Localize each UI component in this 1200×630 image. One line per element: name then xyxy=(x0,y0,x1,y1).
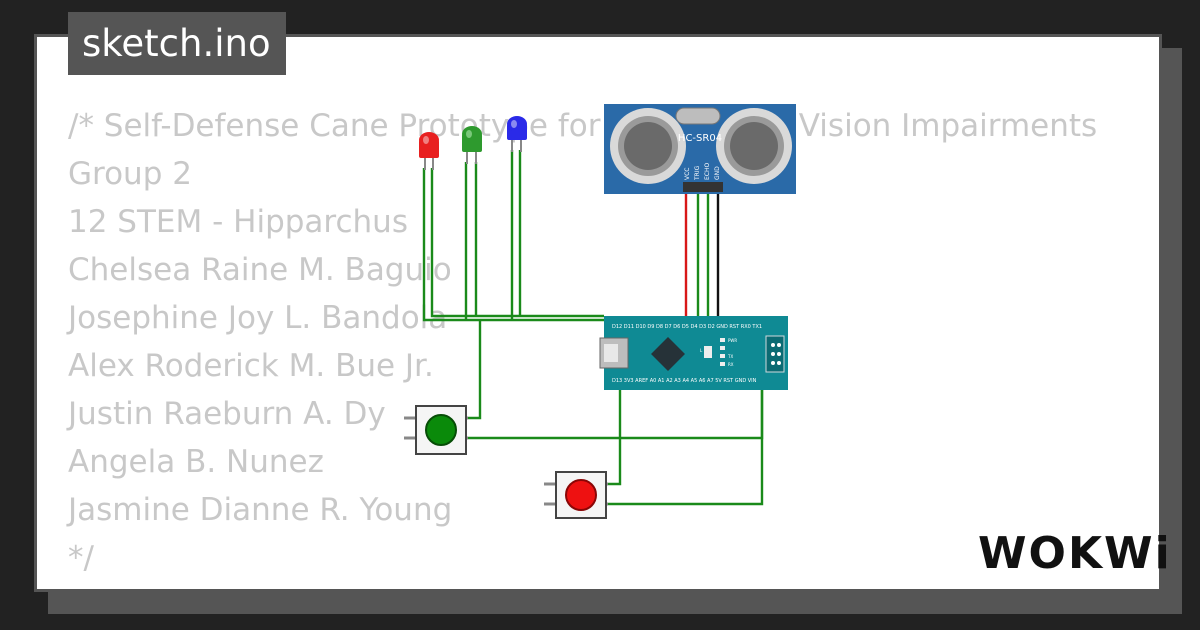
pushbutton-red[interactable] xyxy=(544,471,608,519)
arduino-nano[interactable]: D12 D11 D10 D9 D8 D7 D6 D5 D4 D3 D2 GND … xyxy=(599,316,788,390)
file-tab[interactable]: sketch.ino xyxy=(68,12,286,75)
wire-green-button-b[interactable] xyxy=(466,388,764,440)
code-line: Josephine Joy L. Bandola xyxy=(68,300,448,336)
wire-red-button-b[interactable] xyxy=(606,388,764,506)
arduino-led-label: TX xyxy=(727,354,733,359)
code-line: Chelsea Raine M. Baguio xyxy=(68,252,452,288)
led-green[interactable] xyxy=(462,126,482,164)
arduino-led-label: RX xyxy=(728,362,734,367)
code-line: Angela B. Nunez xyxy=(68,444,324,480)
led-red[interactable] xyxy=(419,132,439,170)
sensor-model-label: HC-SR04 xyxy=(678,133,722,144)
wire-red-led-2[interactable] xyxy=(430,168,604,318)
ultrasonic-sensor[interactable]: HC-SR04 VCC TRIG ECHO GND xyxy=(604,104,796,194)
sensor-pin-label: VCC xyxy=(684,168,691,180)
led-blue[interactable] xyxy=(507,116,527,152)
arduino-top-pins: D12 D11 D10 D9 D8 D7 D6 D5 D4 D3 D2 GND … xyxy=(612,324,762,330)
wokwi-logo: WOKWi xyxy=(978,528,1172,579)
code-line: Jasmine Dianne R. Young xyxy=(68,492,453,528)
arduino-led-label: L xyxy=(700,348,703,353)
sensor-pin-label: GND xyxy=(714,166,721,180)
code-line: Justin Raeburn A. Dy xyxy=(68,396,386,432)
wire-green-button-a[interactable] xyxy=(466,320,482,420)
file-tab-label: sketch.ino xyxy=(82,22,271,65)
arduino-bottom-pins: D13 3V3 AREF A0 A1 A2 A3 A4 A5 A6 A7 5V … xyxy=(612,378,757,384)
wire-red-button-a[interactable] xyxy=(606,388,622,486)
code-line: Alex Roderick M. Bue Jr. xyxy=(68,348,434,384)
code-line: */ xyxy=(68,540,94,576)
code-line: Group 2 xyxy=(68,156,192,192)
sensor-pin-label: TRIG xyxy=(694,165,701,181)
code-comment: /* Self-Defense Cane Prototype for Peopl… xyxy=(68,102,1097,582)
pushbutton-green[interactable] xyxy=(404,405,468,455)
arduino-led-label: PWR xyxy=(728,338,737,343)
code-line: 12 STEM - Hipparchus xyxy=(68,204,408,240)
wires xyxy=(422,150,764,506)
sensor-pin-label: ECHO xyxy=(704,163,711,180)
